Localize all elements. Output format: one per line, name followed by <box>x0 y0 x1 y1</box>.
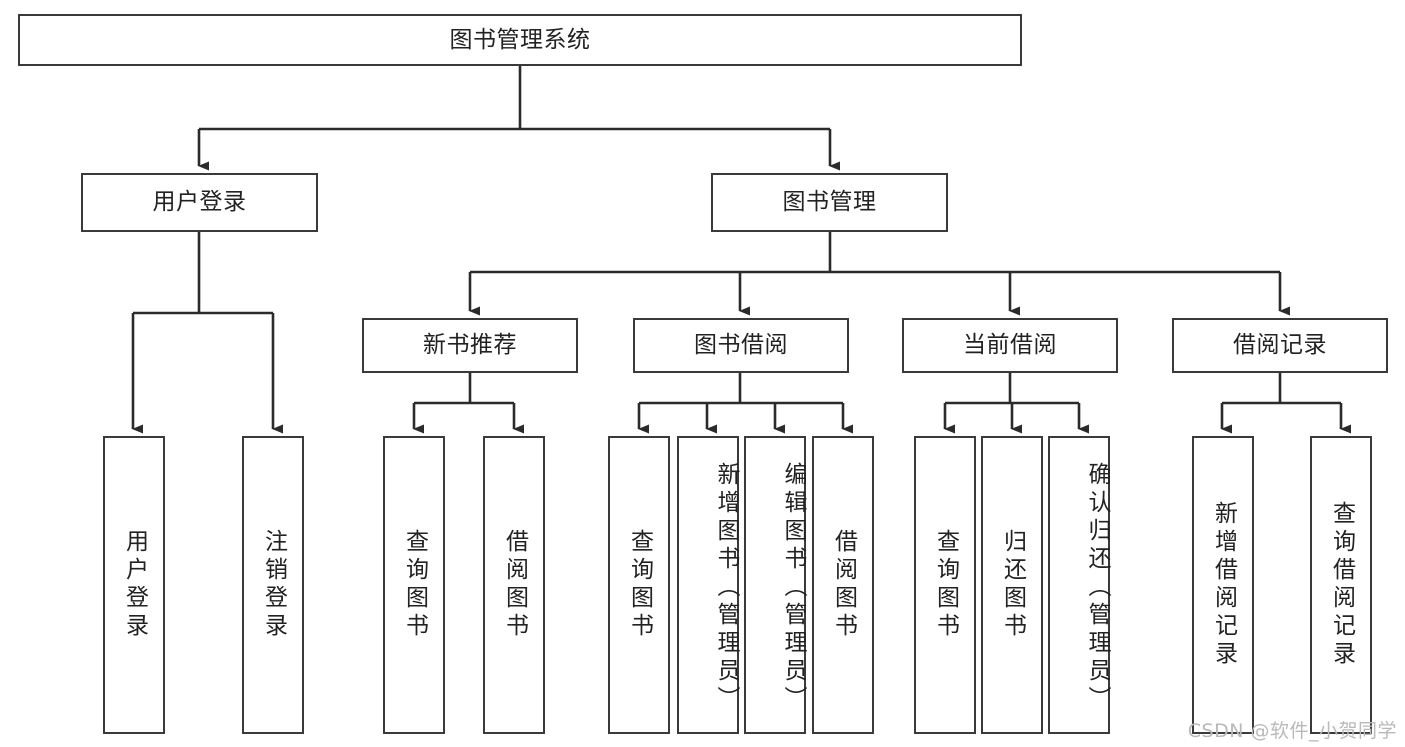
leaf-record-add[interactable]: 新增借阅记录 <box>1192 436 1254 734</box>
leaf-borrow-borrow-book[interactable]: 借阅图书 <box>812 436 874 734</box>
node-root-label: 图书管理系统 <box>449 26 591 53</box>
node-book-management-label: 图书管理 <box>782 189 877 215</box>
leaf-label: 查询图书 <box>401 529 428 641</box>
node-current-borrow-label: 当前借阅 <box>963 332 1057 358</box>
leaf-user-login-logout[interactable]: 注销登录 <box>242 436 304 734</box>
leaf-label: 用户登录 <box>121 529 148 641</box>
leaf-label: 借阅图书 <box>830 529 857 641</box>
watermark: CSDN @软件_小贺同学 <box>1187 720 1397 742</box>
leaf-user-login-login[interactable]: 用户登录 <box>103 436 165 734</box>
leaf-label: 确认归还（管理员） <box>1084 462 1110 714</box>
leaf-label: 注销登录 <box>260 529 287 641</box>
leaf-label: 查询借阅记录 <box>1328 501 1355 669</box>
node-book-borrow-label: 图书借阅 <box>694 332 788 358</box>
leaf-label: 归还图书 <box>999 529 1026 641</box>
leaf-label: 借阅图书 <box>501 529 528 641</box>
leaf-current-confirm-return[interactable]: 确认归还（管理员） <box>1048 436 1110 734</box>
leaf-current-return-book[interactable]: 归还图书 <box>981 436 1043 734</box>
leaf-record-query[interactable]: 查询借阅记录 <box>1310 436 1372 734</box>
leaf-label: 新增借阅记录 <box>1210 501 1237 669</box>
node-book-management[interactable]: 图书管理 <box>711 173 948 232</box>
node-book-borrow[interactable]: 图书借阅 <box>633 318 849 373</box>
node-root[interactable]: 图书管理系统 <box>18 14 1022 66</box>
node-new-book-recommend-label: 新书推荐 <box>423 332 517 358</box>
node-user-login-label: 用户登录 <box>152 189 247 215</box>
node-new-book-recommend[interactable]: 新书推荐 <box>362 318 578 373</box>
leaf-borrow-add-book[interactable]: 新增图书（管理员） <box>677 436 739 734</box>
leaf-label: 查询图书 <box>626 529 653 641</box>
node-user-login[interactable]: 用户登录 <box>81 173 318 232</box>
leaf-label: 查询图书 <box>932 529 959 641</box>
leaf-new-book-query[interactable]: 查询图书 <box>383 436 445 734</box>
leaf-borrow-edit-book[interactable]: 编辑图书（管理员） <box>744 436 806 734</box>
leaf-label: 新增图书（管理员） <box>713 462 739 714</box>
node-current-borrow[interactable]: 当前借阅 <box>902 318 1118 373</box>
leaf-new-book-borrow[interactable]: 借阅图书 <box>483 436 545 734</box>
node-borrow-record-label: 借阅记录 <box>1233 332 1327 358</box>
node-borrow-record[interactable]: 借阅记录 <box>1172 318 1388 373</box>
leaf-borrow-query-book[interactable]: 查询图书 <box>608 436 670 734</box>
leaf-current-query-book[interactable]: 查询图书 <box>914 436 976 734</box>
leaf-label: 编辑图书（管理员） <box>780 462 806 714</box>
